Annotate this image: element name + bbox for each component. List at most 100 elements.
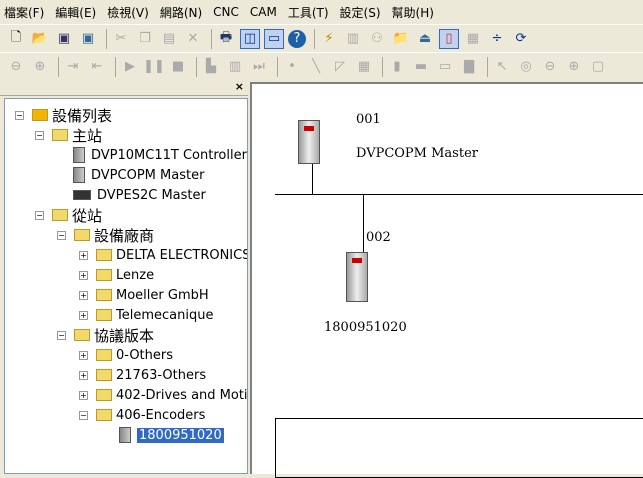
delete-icon[interactable]: ✕ (187, 31, 199, 46)
block-icon[interactable]: ▇ (464, 59, 474, 74)
collapse-icon[interactable]: − (35, 210, 44, 220)
menu-cnc[interactable]: CNC (213, 5, 239, 19)
pause-icon[interactable]: ❚❚ (143, 59, 165, 74)
folder-icon (96, 369, 112, 381)
save-as-icon[interactable]: ▣ (81, 31, 95, 46)
back-icon[interactable]: ⊖ (10, 59, 22, 74)
master-icon (73, 167, 85, 183)
separator (382, 56, 383, 77)
device-list-icon (32, 109, 48, 121)
paste-icon[interactable]: ▤ (162, 31, 176, 46)
upload-icon[interactable]: ⏏ (418, 31, 432, 46)
slave-name: 1800951020 (324, 320, 407, 335)
tree-root[interactable]: −設備列表 (15, 106, 113, 125)
menu-view[interactable]: 檢視(V) (107, 5, 149, 20)
tree-item[interactable]: DVPCOPM Master (73, 165, 204, 185)
collapse-icon[interactable]: − (57, 230, 66, 240)
slave-drop-line (363, 194, 364, 252)
folder-icon (96, 349, 112, 361)
align-icon[interactable]: ▮ (393, 59, 401, 74)
table-icon[interactable]: ▥ (228, 59, 242, 74)
tree-slave-group[interactable]: −從站 (35, 206, 103, 225)
tree-protocol-group[interactable]: −協議版本 (57, 326, 155, 345)
chart-icon[interactable]: ▙ (206, 59, 216, 74)
menu-help[interactable]: 幫助(H) (391, 5, 434, 20)
drive-icon (119, 427, 131, 443)
tree-item[interactable]: +Moeller GmbH (79, 287, 209, 303)
fit-icon[interactable]: ▢ (591, 59, 605, 74)
expand-icon[interactable]: + (79, 370, 88, 380)
panel-header: × (0, 80, 248, 96)
cursor-icon[interactable]: ↖ (496, 59, 508, 74)
collapse-icon[interactable]: − (15, 110, 24, 120)
folder-icon (96, 249, 112, 261)
layout-view-icon[interactable]: ◫ (240, 28, 260, 49)
tree-master-group[interactable]: −主站 (35, 126, 103, 145)
point-icon[interactable]: • (288, 59, 296, 74)
tree-item[interactable]: +Telemecanique (79, 307, 214, 323)
copy-icon[interactable]: ❐ (139, 31, 151, 46)
open-folder-icon[interactable]: 📂 (31, 31, 49, 46)
skip-icon[interactable]: ⏭ (253, 59, 265, 74)
menu-file[interactable]: 檔案(F) (4, 5, 45, 20)
tree-item-selected[interactable]: 1800951020 (119, 425, 224, 445)
tree-item[interactable]: +21763-Others (79, 367, 207, 383)
tree-item[interactable]: −406-Encoders (79, 407, 206, 423)
expand-icon[interactable]: + (79, 270, 88, 280)
divide-icon[interactable]: ÷ (491, 31, 503, 46)
step-out-icon[interactable]: ⇤ (91, 59, 103, 74)
scan-icon[interactable]: ⚇ (371, 31, 383, 46)
step-in-icon[interactable]: ⇥ (67, 59, 79, 74)
close-icon[interactable]: × (234, 80, 244, 93)
slave-device-icon[interactable] (346, 252, 368, 302)
folder-icon (96, 269, 112, 281)
collapse-icon[interactable]: − (57, 330, 66, 340)
new-file-icon[interactable]: 🗋 (10, 29, 22, 45)
zoom-out-icon[interactable]: ⊖ (544, 59, 556, 74)
menu-settings[interactable]: 設定(S) (339, 5, 381, 20)
expand-icon[interactable]: + (79, 310, 88, 320)
tree-item[interactable]: DVP10MC11T Controller (73, 145, 247, 165)
print-icon[interactable]: 🖶 (219, 29, 233, 45)
expand-icon[interactable]: + (79, 390, 88, 400)
dash-icon[interactable]: ▭ (438, 59, 452, 74)
play-icon[interactable]: ▶ (125, 59, 135, 74)
download-icon[interactable]: ▥ (346, 31, 360, 46)
curve-icon[interactable]: ◸ (335, 59, 345, 74)
expand-icon[interactable]: + (79, 350, 88, 360)
stop-icon[interactable]: ■ (171, 59, 185, 74)
refresh-icon[interactable]: ⟳ (515, 31, 527, 46)
circle-icon[interactable]: ◎ (520, 59, 532, 74)
zoom-in-icon[interactable]: ⊕ (568, 59, 580, 74)
menu-cam[interactable]: CAM (249, 5, 277, 19)
menu-network[interactable]: 網路(N) (159, 5, 203, 20)
menu-edit[interactable]: 編輯(E) (55, 5, 97, 20)
tree-item[interactable]: +0-Others (79, 347, 174, 363)
tree-item[interactable]: +DELTA ELECTRONICS (79, 247, 248, 263)
save-icon[interactable]: ▣ (57, 31, 71, 46)
device-tool-icon[interactable]: ▯ (439, 28, 459, 49)
grid-icon[interactable]: ▦ (466, 31, 480, 46)
grid-tool-icon[interactable]: ▦ (357, 59, 371, 74)
collapse-icon[interactable]: − (79, 410, 88, 420)
expand-icon[interactable]: + (79, 290, 88, 300)
line-icon[interactable]: ╲ (312, 59, 320, 74)
tree-item[interactable]: DVPES2C Master (73, 185, 206, 205)
separator (196, 56, 197, 77)
menu-tools[interactable]: 工具(T) (287, 5, 329, 20)
network-canvas[interactable]: 001 DVPCOPM Master 002 1800951020 (250, 82, 643, 478)
tree-item[interactable]: +402-Drives and Motion (79, 387, 248, 403)
collapse-icon[interactable]: − (35, 130, 44, 140)
expand-icon[interactable]: + (79, 250, 88, 260)
forward-icon[interactable]: ⊕ (34, 59, 46, 74)
minus-icon[interactable]: ▬ (414, 59, 428, 74)
master-device-icon[interactable] (298, 120, 320, 164)
connect-icon[interactable]: ⚡ (324, 31, 334, 46)
folder-tool-icon[interactable]: 📁 (392, 31, 410, 46)
cut-icon[interactable]: ✂ (115, 31, 127, 46)
separator (277, 56, 278, 77)
window-view-icon[interactable]: ▭ (264, 28, 284, 49)
tree-vendor-group[interactable]: −設備廠商 (57, 226, 155, 245)
help-icon[interactable]: ? (288, 29, 306, 48)
tree-item[interactable]: +Lenze (79, 267, 155, 283)
